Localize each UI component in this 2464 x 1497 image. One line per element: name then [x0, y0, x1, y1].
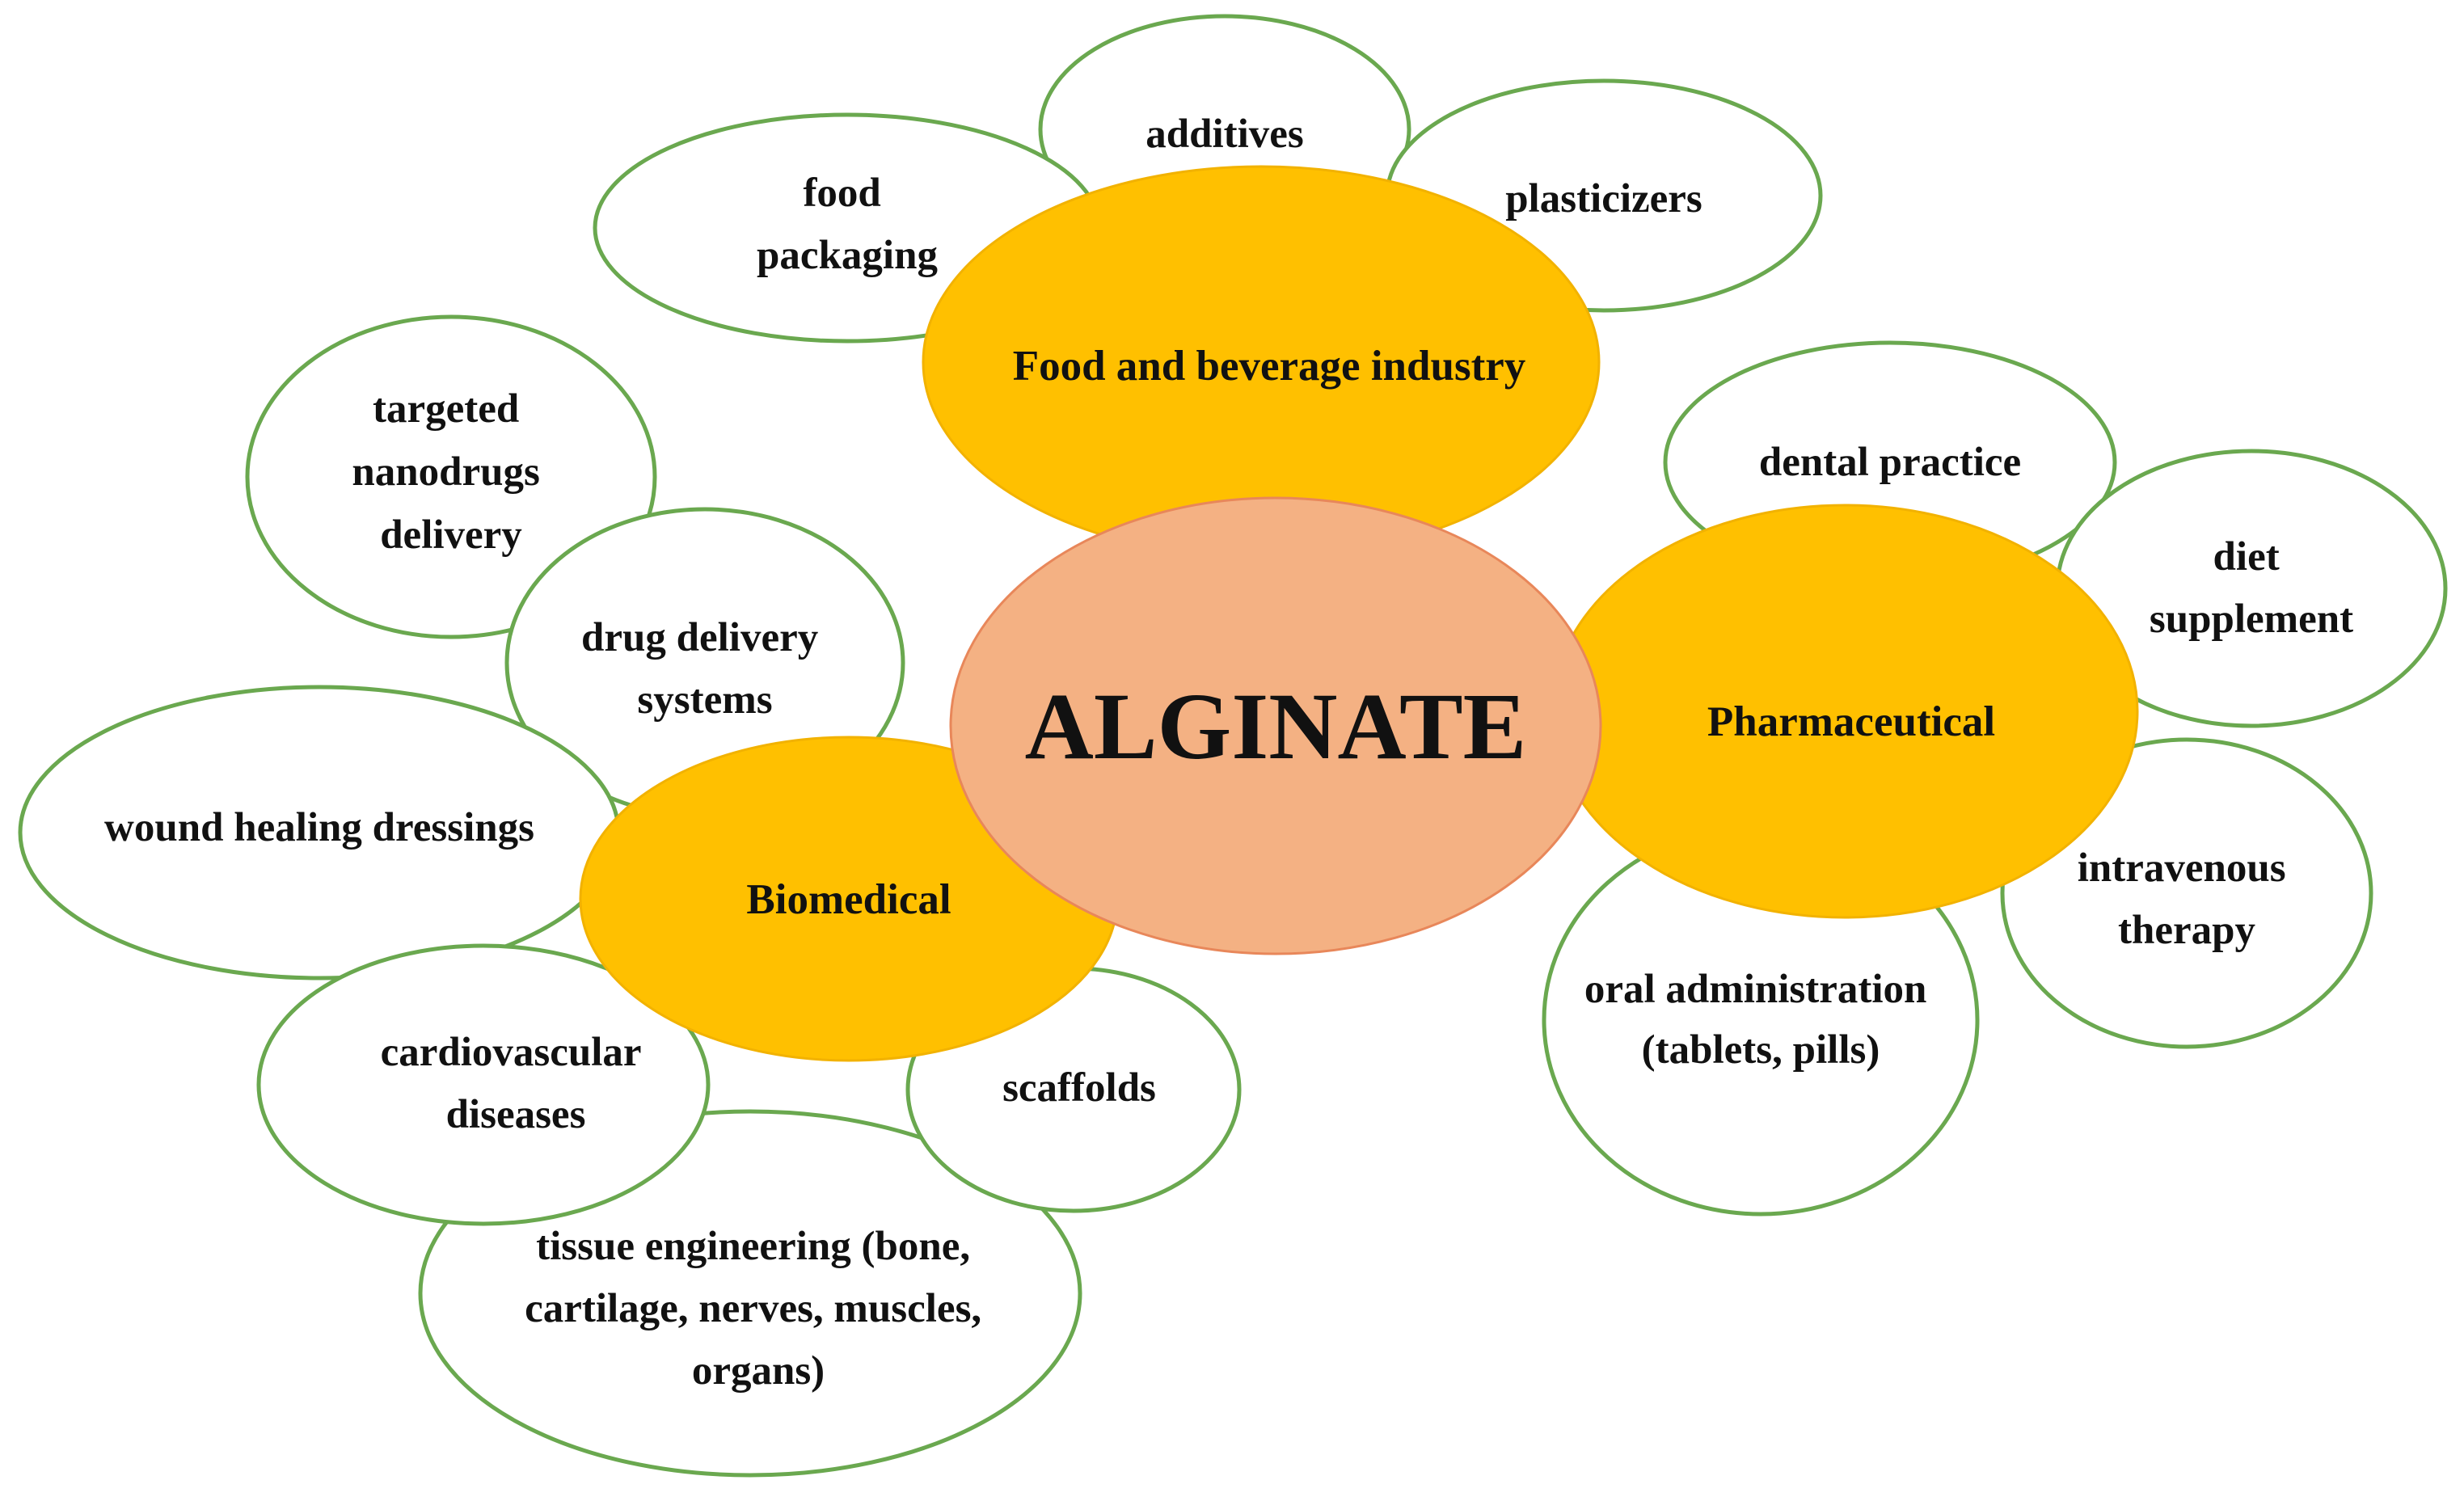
leaf-tissue-engineering-label: tissue engineering (bone, cartilage, ner… — [525, 1224, 992, 1394]
leaf-targeted-nanodrugs: targeted nanodrugs delivery — [245, 314, 657, 639]
leaf-wound-healing: wound healing dressings — [18, 685, 621, 980]
leaf-diet-supplement-label: diet supplement — [2150, 534, 2353, 642]
leaf-wound-healing-label: wound healing dressings — [104, 805, 534, 850]
leaf-food-packaging-label: food packaging — [757, 171, 938, 278]
category-food-and-beverage: Food and beverage industry — [922, 165, 1601, 559]
leaf-scaffolds-label: scaffolds — [1002, 1065, 1156, 1111]
category-biomedical-label: Biomedical — [746, 876, 951, 923]
leaf-intravenous-therapy-label: intravenous therapy — [2078, 845, 2297, 953]
leaf-drug-delivery: drug delivery systems — [504, 507, 905, 819]
leaf-cardiovascular: cardiovascular diseases — [256, 943, 711, 1226]
leaf-cardiovascular-label: cardiovascular diseases — [381, 1030, 652, 1137]
category-pharmaceutical-label: Pharmaceutical — [1707, 698, 1995, 745]
leaf-plasticizers-label: plasticizers — [1505, 176, 1702, 221]
center-alginate: ALGINATE — [949, 496, 1602, 955]
leaf-drug-delivery-label: drug delivery systems — [581, 615, 829, 723]
leaf-additives-label: additives — [1146, 112, 1304, 157]
leaf-oral-administration-label: oral administration (tablets, pills) — [1584, 967, 1937, 1073]
center-alginate-label: ALGINATE — [1025, 673, 1527, 779]
leaf-oral-administration: oral administration (tablets, pills) — [1542, 824, 1980, 1217]
category-pharmaceutical: Pharmaceutical — [1551, 504, 2139, 919]
category-food-and-beverage-label: Food and beverage industry — [1013, 343, 1526, 390]
leaf-dental-practice-label: dental practice — [1759, 440, 2021, 485]
leaf-targeted-nanodrugs-label: targeted nanodrugs delivery — [352, 386, 550, 558]
